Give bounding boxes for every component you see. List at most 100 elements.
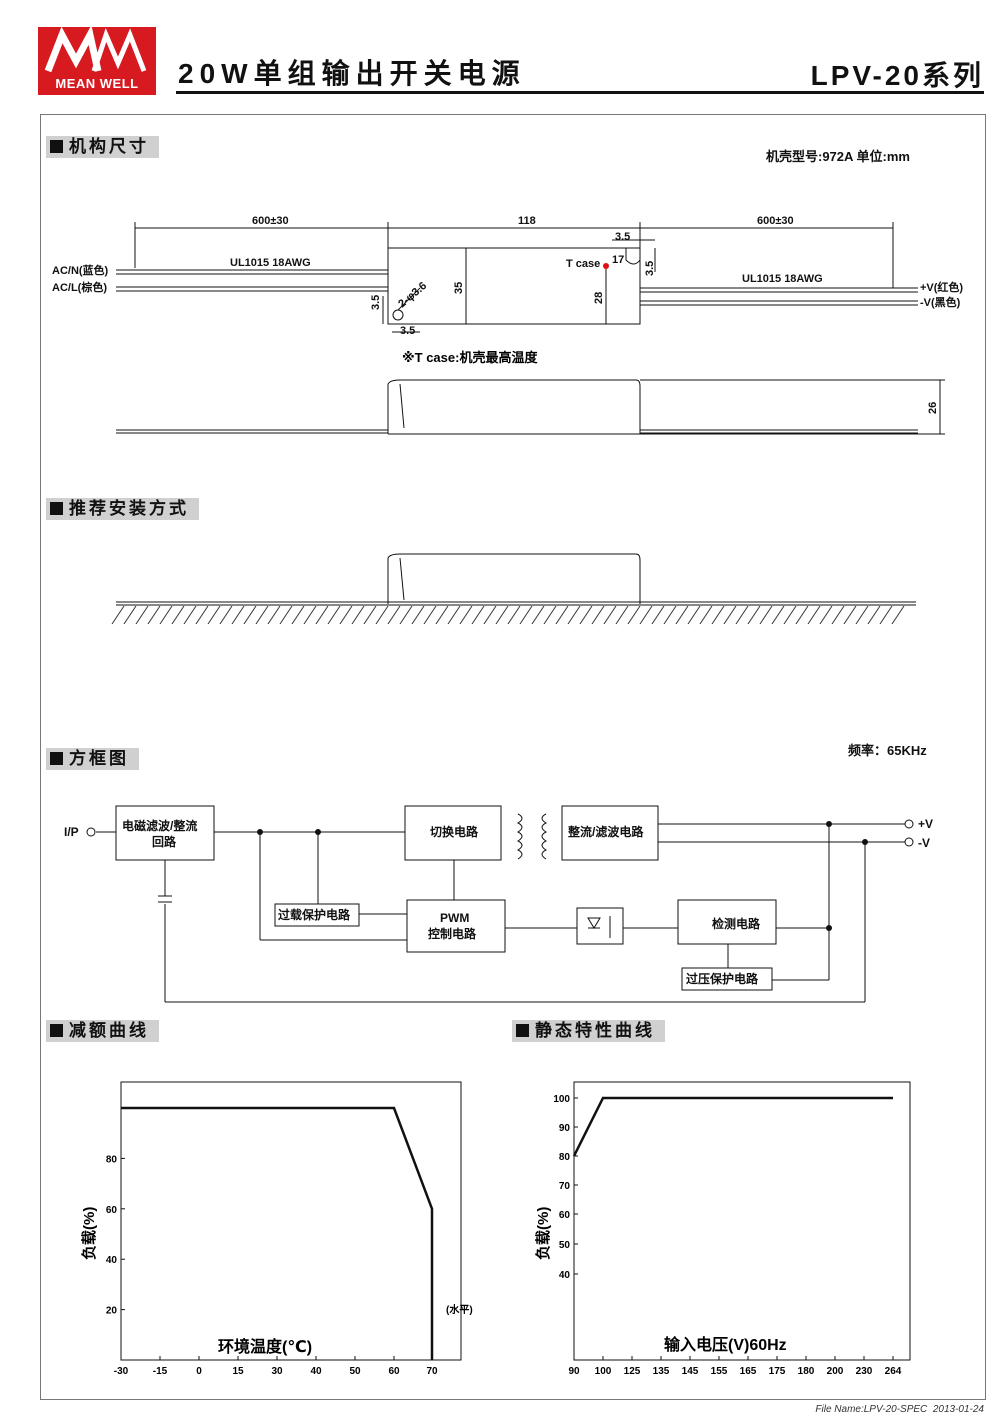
derating-y-tick: 80 bbox=[106, 1154, 118, 1165]
bullet-square-icon bbox=[50, 1024, 63, 1037]
derating-x-tick: 15 bbox=[232, 1366, 244, 1377]
static-curve bbox=[572, 1096, 893, 1157]
hatch-line bbox=[543, 605, 557, 625]
static-x-tick: 230 bbox=[856, 1366, 873, 1377]
block-detect bbox=[677, 899, 777, 945]
hatch-line bbox=[579, 605, 593, 625]
mechanical-heading: 机构尺寸 bbox=[46, 136, 159, 158]
dim-hole: 2-φ3.6 bbox=[396, 280, 429, 310]
hatch-line bbox=[171, 605, 185, 625]
static-x-tick: 135 bbox=[653, 1366, 670, 1377]
block-rectifier bbox=[561, 805, 659, 861]
hatch-line bbox=[615, 605, 629, 625]
tcase-label: T case bbox=[566, 258, 600, 270]
block-olp-label: 过载保护电路 bbox=[278, 907, 351, 922]
hatch-line bbox=[123, 605, 137, 625]
hatch-line bbox=[591, 605, 605, 625]
derating-chart-frame bbox=[120, 1081, 462, 1361]
mw-logo-icon bbox=[44, 25, 147, 73]
static-x-tick: 200 bbox=[827, 1366, 844, 1377]
block-pwm bbox=[406, 899, 506, 953]
hatch-line bbox=[795, 605, 809, 625]
derating-x-tick: 50 bbox=[349, 1366, 361, 1377]
static-x-tick: 145 bbox=[682, 1366, 699, 1377]
hatch-line bbox=[351, 605, 365, 625]
block-pwm-line2: 控制电路 bbox=[428, 926, 477, 941]
hatch-line bbox=[375, 605, 389, 625]
vminus-label: -V(黑色) bbox=[920, 295, 961, 309]
hatch-line bbox=[255, 605, 269, 625]
hatch-line bbox=[435, 605, 449, 625]
hatch-line bbox=[159, 605, 173, 625]
hatch-line bbox=[627, 605, 641, 625]
hatch-line bbox=[735, 605, 749, 625]
hatch-line bbox=[519, 605, 533, 625]
psu-body-top bbox=[387, 247, 641, 325]
bullet-square-icon bbox=[50, 140, 63, 153]
static-heading-label: 静态特性曲线 bbox=[535, 1021, 655, 1040]
header-rule bbox=[176, 91, 984, 94]
hatch-line bbox=[663, 605, 677, 625]
case-info: 机壳型号:972A 单位:mm bbox=[766, 149, 910, 164]
static-x-tick: 264 bbox=[885, 1366, 902, 1377]
derating-ylabel: 负载(%) bbox=[80, 1207, 98, 1260]
hatch-line bbox=[291, 605, 305, 625]
hatch-line bbox=[387, 605, 401, 625]
derating-x-tick: 60 bbox=[388, 1366, 400, 1377]
hatch-line bbox=[147, 605, 161, 625]
hatch-line bbox=[639, 605, 653, 625]
footer-file: File Name:LPV-20-SPEC bbox=[815, 1404, 928, 1415]
optocoupler-icon bbox=[576, 907, 624, 945]
vplus-label: +V(红色) bbox=[920, 280, 963, 294]
hatch-line bbox=[315, 605, 329, 625]
derating-x-tick: -30 bbox=[114, 1366, 129, 1377]
series-name: LPV-20系列 bbox=[810, 60, 984, 91]
block-emi bbox=[115, 805, 215, 861]
block-pwm-line1: PWM bbox=[440, 911, 469, 925]
acn-label: AC/N(蓝色) bbox=[52, 263, 109, 277]
tcase-marker-icon bbox=[603, 263, 609, 269]
static-y-tick: 100 bbox=[553, 1094, 570, 1105]
mounting-heading: 推荐安装方式 bbox=[46, 498, 199, 520]
hatch-line bbox=[243, 605, 257, 625]
hatch-line bbox=[699, 605, 713, 625]
static-y-tick: 50 bbox=[559, 1240, 571, 1251]
psu-body-mounted bbox=[387, 553, 641, 604]
static-y-tick: 40 bbox=[559, 1270, 571, 1281]
frequency-note: 频率：65KHz bbox=[848, 743, 927, 758]
hatch-line bbox=[819, 605, 833, 625]
dim-tcase-y: 28 bbox=[593, 292, 605, 304]
hatch-line bbox=[531, 605, 545, 625]
hatch-line bbox=[219, 605, 233, 625]
hatch-line bbox=[303, 605, 317, 625]
document-title: 20W单组输出开关电源 bbox=[178, 58, 526, 89]
footer-date: 2013-01-24 bbox=[932, 1404, 984, 1415]
hatch-line bbox=[447, 605, 461, 625]
hatch-line bbox=[759, 605, 773, 625]
hatch-line bbox=[483, 605, 497, 625]
static-x-tick: 155 bbox=[711, 1366, 728, 1377]
block-ovp-label: 过压保护电路 bbox=[686, 971, 759, 986]
hatch-line bbox=[207, 605, 221, 625]
dim-hole-offset-v: 3.5 bbox=[370, 295, 382, 310]
acl-label: AC/L(棕色) bbox=[52, 280, 107, 294]
static-x-tick: 90 bbox=[568, 1366, 580, 1377]
hatch-line bbox=[327, 605, 341, 625]
dim-body-length: 118 bbox=[518, 215, 536, 227]
static-heading: 静态特性曲线 bbox=[512, 1020, 665, 1042]
block-emi-line1: 电磁滤波/整流 bbox=[122, 818, 197, 833]
mounting-heading-label: 推荐安装方式 bbox=[69, 499, 189, 518]
static-x-tick: 180 bbox=[798, 1366, 815, 1377]
derating-y-tick: 60 bbox=[106, 1205, 118, 1216]
hatch-line bbox=[687, 605, 701, 625]
mechanical-drawing: 600±30 118 600±30 3.5 17 3.5 35 28 3.5 3… bbox=[52, 215, 963, 435]
block-heading: 方框图 bbox=[46, 748, 139, 770]
derating-y-tick: 20 bbox=[106, 1306, 118, 1317]
brand-logo: MEAN WELL bbox=[38, 25, 156, 95]
hatch-line bbox=[879, 605, 893, 625]
dim-hole-offset-h: 3.5 bbox=[400, 325, 415, 337]
psu-body-side bbox=[387, 379, 641, 434]
output-minus-terminal-icon bbox=[904, 837, 914, 847]
output-plus-label: +V bbox=[918, 817, 933, 831]
